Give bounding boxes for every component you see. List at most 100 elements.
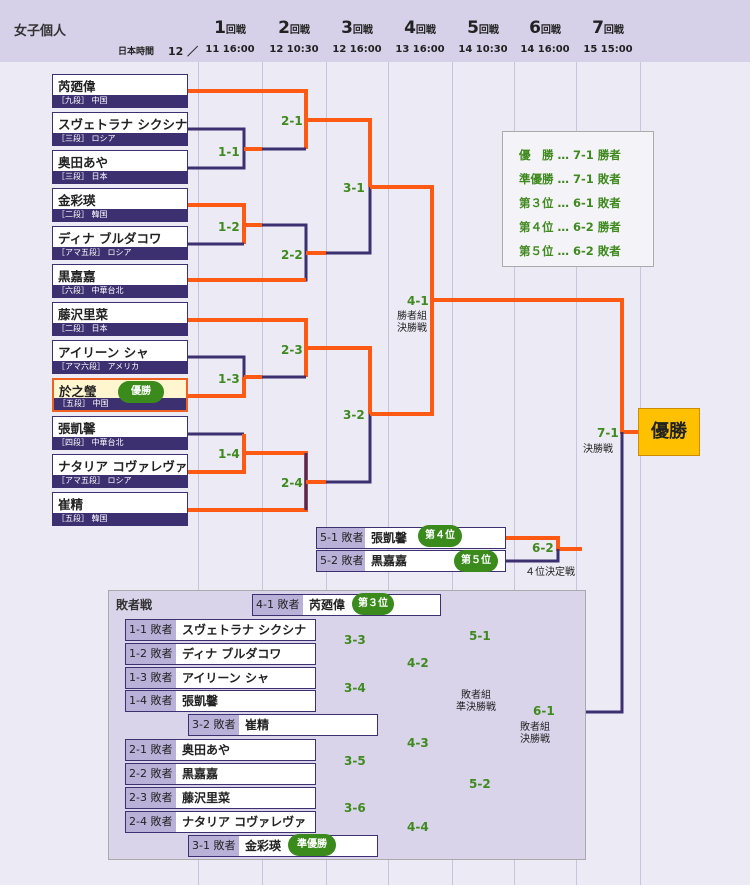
entry-tag: 1-3 敗者: [126, 668, 176, 688]
entry-tag: 1-1 敗者: [126, 620, 176, 640]
match-sublabel: 決勝戦: [583, 444, 613, 455]
repechage-entry: 4-1 敗者 芮廼偉: [252, 594, 441, 616]
repechage-entry: 2-1 敗者奥田あや: [125, 739, 316, 761]
match-label: 6-2: [532, 541, 554, 555]
round-header: 2回戦 12 10:30: [262, 18, 326, 55]
winner-line: [432, 298, 640, 434]
round-date: 12 10:30: [269, 44, 319, 55]
entry-tag: 5-2 敗者: [317, 551, 365, 571]
entry-tag: 1-2 敗者: [126, 644, 176, 664]
repechage-entry: 1-2 敗者ディナ ブルダコワ: [125, 643, 316, 665]
header-bar: [0, 0, 750, 62]
winner-line: [188, 318, 308, 377]
round-number: 6: [529, 18, 541, 38]
entry-name: 奥田あや: [182, 743, 231, 757]
entry-name: 藤沢里菜: [182, 791, 231, 805]
player-name: ディナ ブルダコワ: [58, 231, 162, 246]
repechage-entry: 2-2 敗者黒嘉嘉: [125, 763, 316, 785]
round-date: 11 16:00: [205, 44, 255, 55]
column-divider: [262, 0, 263, 885]
repechage-entry: 2-3 敗者藤沢里菜: [125, 787, 316, 809]
round-number: 4: [404, 18, 416, 38]
entry-tag: 2-1 敗者: [126, 740, 176, 760]
player-box: 金彩瑛［二段］ 韓国: [52, 188, 188, 222]
entry-name: ディナ ブルダコワ: [182, 647, 282, 661]
player-rank: ［三段］ ロシア: [53, 133, 187, 145]
round-number: 1: [214, 18, 226, 38]
round-kanji: 回戦: [540, 25, 561, 36]
champion-pill: 優勝: [118, 381, 164, 403]
player-name: 張凱馨: [58, 421, 96, 436]
match-label: 3-1: [343, 181, 365, 195]
entry-name: 芮廼偉: [309, 598, 346, 612]
player-rank: ［アマ六段］ アメリカ: [53, 361, 187, 373]
entry-name: 張凱馨: [182, 694, 219, 708]
player-box: ナタリア コヴァレヴァ［アマ五段］ ロシア: [52, 454, 188, 488]
entry-tag: 5-1 敗者: [317, 528, 365, 548]
round-number: 2: [278, 18, 290, 38]
player-name: 崔精: [58, 497, 84, 512]
player-box: 芮廼偉［九段］ 中国: [52, 74, 188, 108]
entry-tag: 4-1 敗者: [253, 595, 303, 615]
entry-tag: 2-3 敗者: [126, 788, 176, 808]
match-label: 2-4: [281, 476, 303, 490]
match-label: 3-5: [344, 754, 366, 768]
match-label: 2-1: [281, 114, 303, 128]
player-rank: ［五段］ 韓国: [53, 513, 187, 525]
match-label: 1-3: [218, 372, 240, 386]
player-box: スヴェトラナ シクシナ［三段］ ロシア: [52, 112, 188, 146]
match-label: 7-1: [597, 426, 619, 440]
round-kanji: 回戦: [352, 25, 373, 36]
match-label: 2-3: [281, 343, 303, 357]
winner-line: [188, 203, 246, 244]
loser-line: [326, 414, 372, 484]
entry-tag: 1-4 敗者: [126, 691, 176, 711]
player-rank: ［二段］ 日本: [53, 323, 187, 335]
player-box: ディナ ブルダコワ［アマ五段］ ロシア: [52, 226, 188, 260]
match-label: 4-4: [407, 820, 429, 834]
entry-name: 張凱馨: [371, 531, 408, 545]
entry-tag: 2-2 敗者: [126, 764, 176, 784]
match-label: 3-3: [344, 633, 366, 647]
match-label: 6-1: [533, 704, 555, 718]
legend: 優 勝 … 7-1 勝者 準優勝 … 7-1 敗者 第３位 … 6-1 敗者 第…: [502, 131, 654, 267]
match-label: 4-2: [407, 656, 429, 670]
player-box: 奥田あや［三段］ 日本: [52, 150, 188, 184]
match-label: 2-2: [281, 248, 303, 262]
player-name: ナタリア コヴァレヴァ: [58, 459, 188, 474]
match-label: 3-6: [344, 801, 366, 815]
legend-item: 準優勝 … 7-1 敗者: [519, 172, 621, 186]
winner-line: [326, 118, 372, 187]
player-rank: ［三段］ 日本: [53, 171, 187, 183]
player-box: 張凱馨［四段］ 中華台北: [52, 416, 188, 450]
player-box: 黒嘉嘉［六段］ 中華台北: [52, 264, 188, 298]
match-sublabel: 勝者組 決勝戦: [397, 311, 427, 334]
round-date: 14 10:30: [458, 44, 508, 55]
legend-item: 優 勝 … 7-1 勝者: [519, 148, 621, 162]
match-label: 3-4: [344, 681, 366, 695]
repechage-entry: 2-4 敗者ナタリア コヴァレヴァ: [125, 811, 316, 833]
round-date: 12 16:00: [332, 44, 382, 55]
month-label: 12 ／: [168, 45, 199, 58]
round-kanji: 回戦: [415, 25, 436, 36]
round-date: 15 15:00: [583, 44, 633, 55]
player-box: 崔精［五段］ 韓国: [52, 492, 188, 526]
entry-name: スヴェトラナ シクシナ: [182, 623, 307, 637]
player-rank: ［四段］ 中華台北: [53, 437, 187, 449]
entry-tag: 3-2 敗者: [189, 715, 239, 735]
player-name: 芮廼偉: [58, 79, 96, 94]
winner-line: [388, 185, 434, 300]
match-sublabel: ４位決定戦: [525, 567, 575, 578]
player-name: アイリーン シャ: [58, 345, 149, 360]
match-label: 1-4: [218, 447, 240, 461]
column-divider: [326, 0, 327, 885]
match-label: 5-1: [469, 629, 491, 643]
champion-box: 優勝: [638, 408, 700, 456]
round-kanji: 回戦: [289, 25, 310, 36]
player-rank: ［アマ五段］ ロシア: [53, 247, 187, 259]
round-date: 13 16:00: [395, 44, 445, 55]
round-kanji: 回戦: [478, 25, 499, 36]
